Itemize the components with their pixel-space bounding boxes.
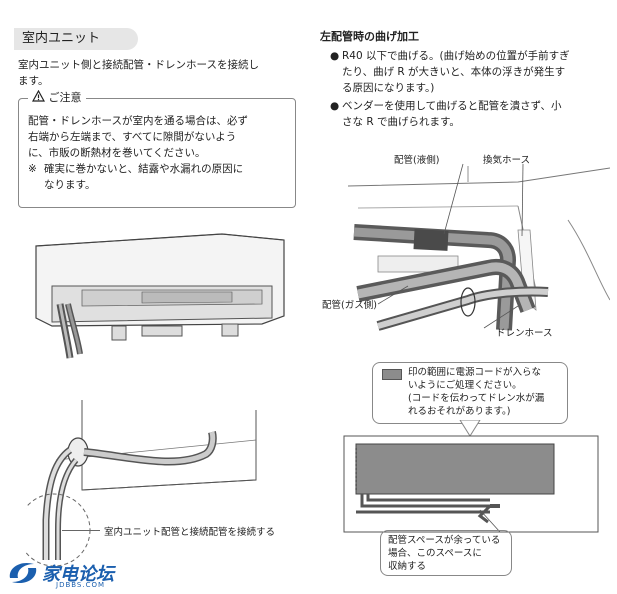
caution-title: ご注意 [28,89,86,106]
caution-note-line-1: 確実に巻かないと、結露や水漏れの原因に [44,163,244,175]
pipe-bending-illustration [347,163,610,331]
watermark-domain: JDBBS.COM [56,581,106,589]
cord-note-line-2: いようにご処理ください。 [408,380,522,391]
bullet-1-line-3: る原因になります。) [342,82,435,94]
forum-logo-icon [9,562,37,584]
caution-line-1: 配管・ドレンホースが室内を通る場合は、必ず [28,115,248,127]
label-drain-hose: ドレンホース [496,328,553,339]
cord-note-line-1: 印の範囲に電源コードが入らな [408,367,542,378]
bullet-2-mark: ● [330,100,340,112]
label-pipe-gas: 配管(ガス側) [322,300,377,311]
caution-line-2: 右端から左端まで、すべてに隙間がないよう [28,131,237,143]
caution-note-line-2: なります。 [44,179,96,191]
intro-line-1: 室内ユニット側と接続配管・ドレンホースを接続し [18,59,259,71]
bullet-2-line-2: さな R で曲げられます。 [342,116,460,128]
section-title-indoor-unit: 室内ユニット [14,28,138,50]
indoor-unit-illustration [35,233,285,359]
caution-note-mark: ※ [28,163,37,175]
bullet-2: ● ベンダーを使用して曲げると配管を潰さず、小 さな R で曲げられます。 [330,98,617,130]
space-note-box [380,530,512,576]
left-piping-heading: 左配管時の曲げ加工 [320,30,419,43]
bullet-1: ● R40 以下で曲げる。(曲げ始めの位置が手前すぎ たり、曲げ R が大きいと… [330,48,617,96]
intro-line-2: ます。 [18,75,49,87]
cord-note-line-3: (コードを伝わってドレン水が漏 [408,393,545,404]
bullet-1-mark: ● [330,50,340,62]
space-note-text: 配管スペースが余っている 場合、このスペースに 収納する [388,534,508,573]
space-note-line-3: 収納する [388,561,427,572]
space-note-line-2: 場合、このスペースに [388,548,482,559]
space-note-line-1: 配管スペースが余っている [388,535,501,546]
caution-title-text: ご注意 [48,91,82,104]
piping-space-illustration [343,420,599,533]
gray-area-legend-swatch [382,369,402,380]
cord-note-line-4: れるおそれがあります。) [408,406,511,417]
caution-line-3: に、市販の断熱材を巻いてください。 [28,147,206,159]
connect-leader-line [62,530,100,531]
label-vent-hose: 換気ホース [483,155,531,166]
bullet-2-line-1: ベンダーを使用して曲げると配管を潰さず、小 [342,100,562,112]
label-pipe-liquid: 配管(液側) [394,155,440,166]
caution-box [18,98,296,208]
warning-triangle-icon [31,89,46,106]
caution-body: 配管・ドレンホースが室内を通る場合は、必ず 右端から左端まで、すべてに隙間がない… [28,113,290,193]
connect-label: 室内ユニット配管と接続配管を接続する [104,527,276,538]
watermark-name: 家电论坛 [42,564,114,585]
cord-note-text: 印の範囲に電源コードが入らな いようにご処理ください。 (コードを伝わってドレン… [408,366,564,418]
pipe-connection-illustration [26,400,257,567]
bullet-1-line-1: R40 以下で曲げる。(曲げ始めの位置が手前すぎ [342,50,570,62]
bullet-1-line-2: たり、曲げ R が大きいと、本体の浮きが発生す [342,66,566,78]
